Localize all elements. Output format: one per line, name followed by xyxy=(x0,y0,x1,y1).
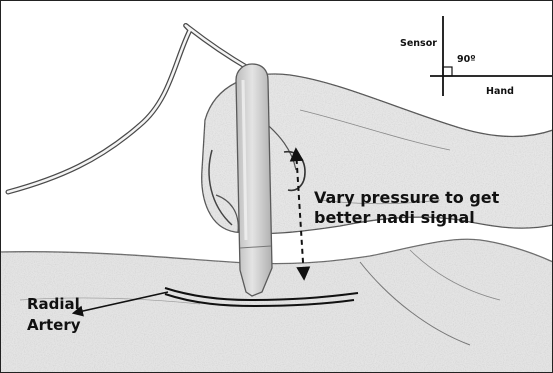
pressure-note-line-1: Vary pressure to get xyxy=(314,188,500,207)
sensor-probe xyxy=(236,64,272,296)
angle-label: 90º xyxy=(457,54,476,65)
artery-label-line-2: Artery xyxy=(27,316,81,334)
hand-label: Hand xyxy=(486,86,514,97)
orientation-inset: Sensor 90º Hand xyxy=(395,10,553,105)
artery-label-line-1: Radial xyxy=(27,295,80,313)
pressure-note-line-2: better nadi signal xyxy=(314,208,475,227)
sensor-label: Sensor xyxy=(400,38,437,49)
